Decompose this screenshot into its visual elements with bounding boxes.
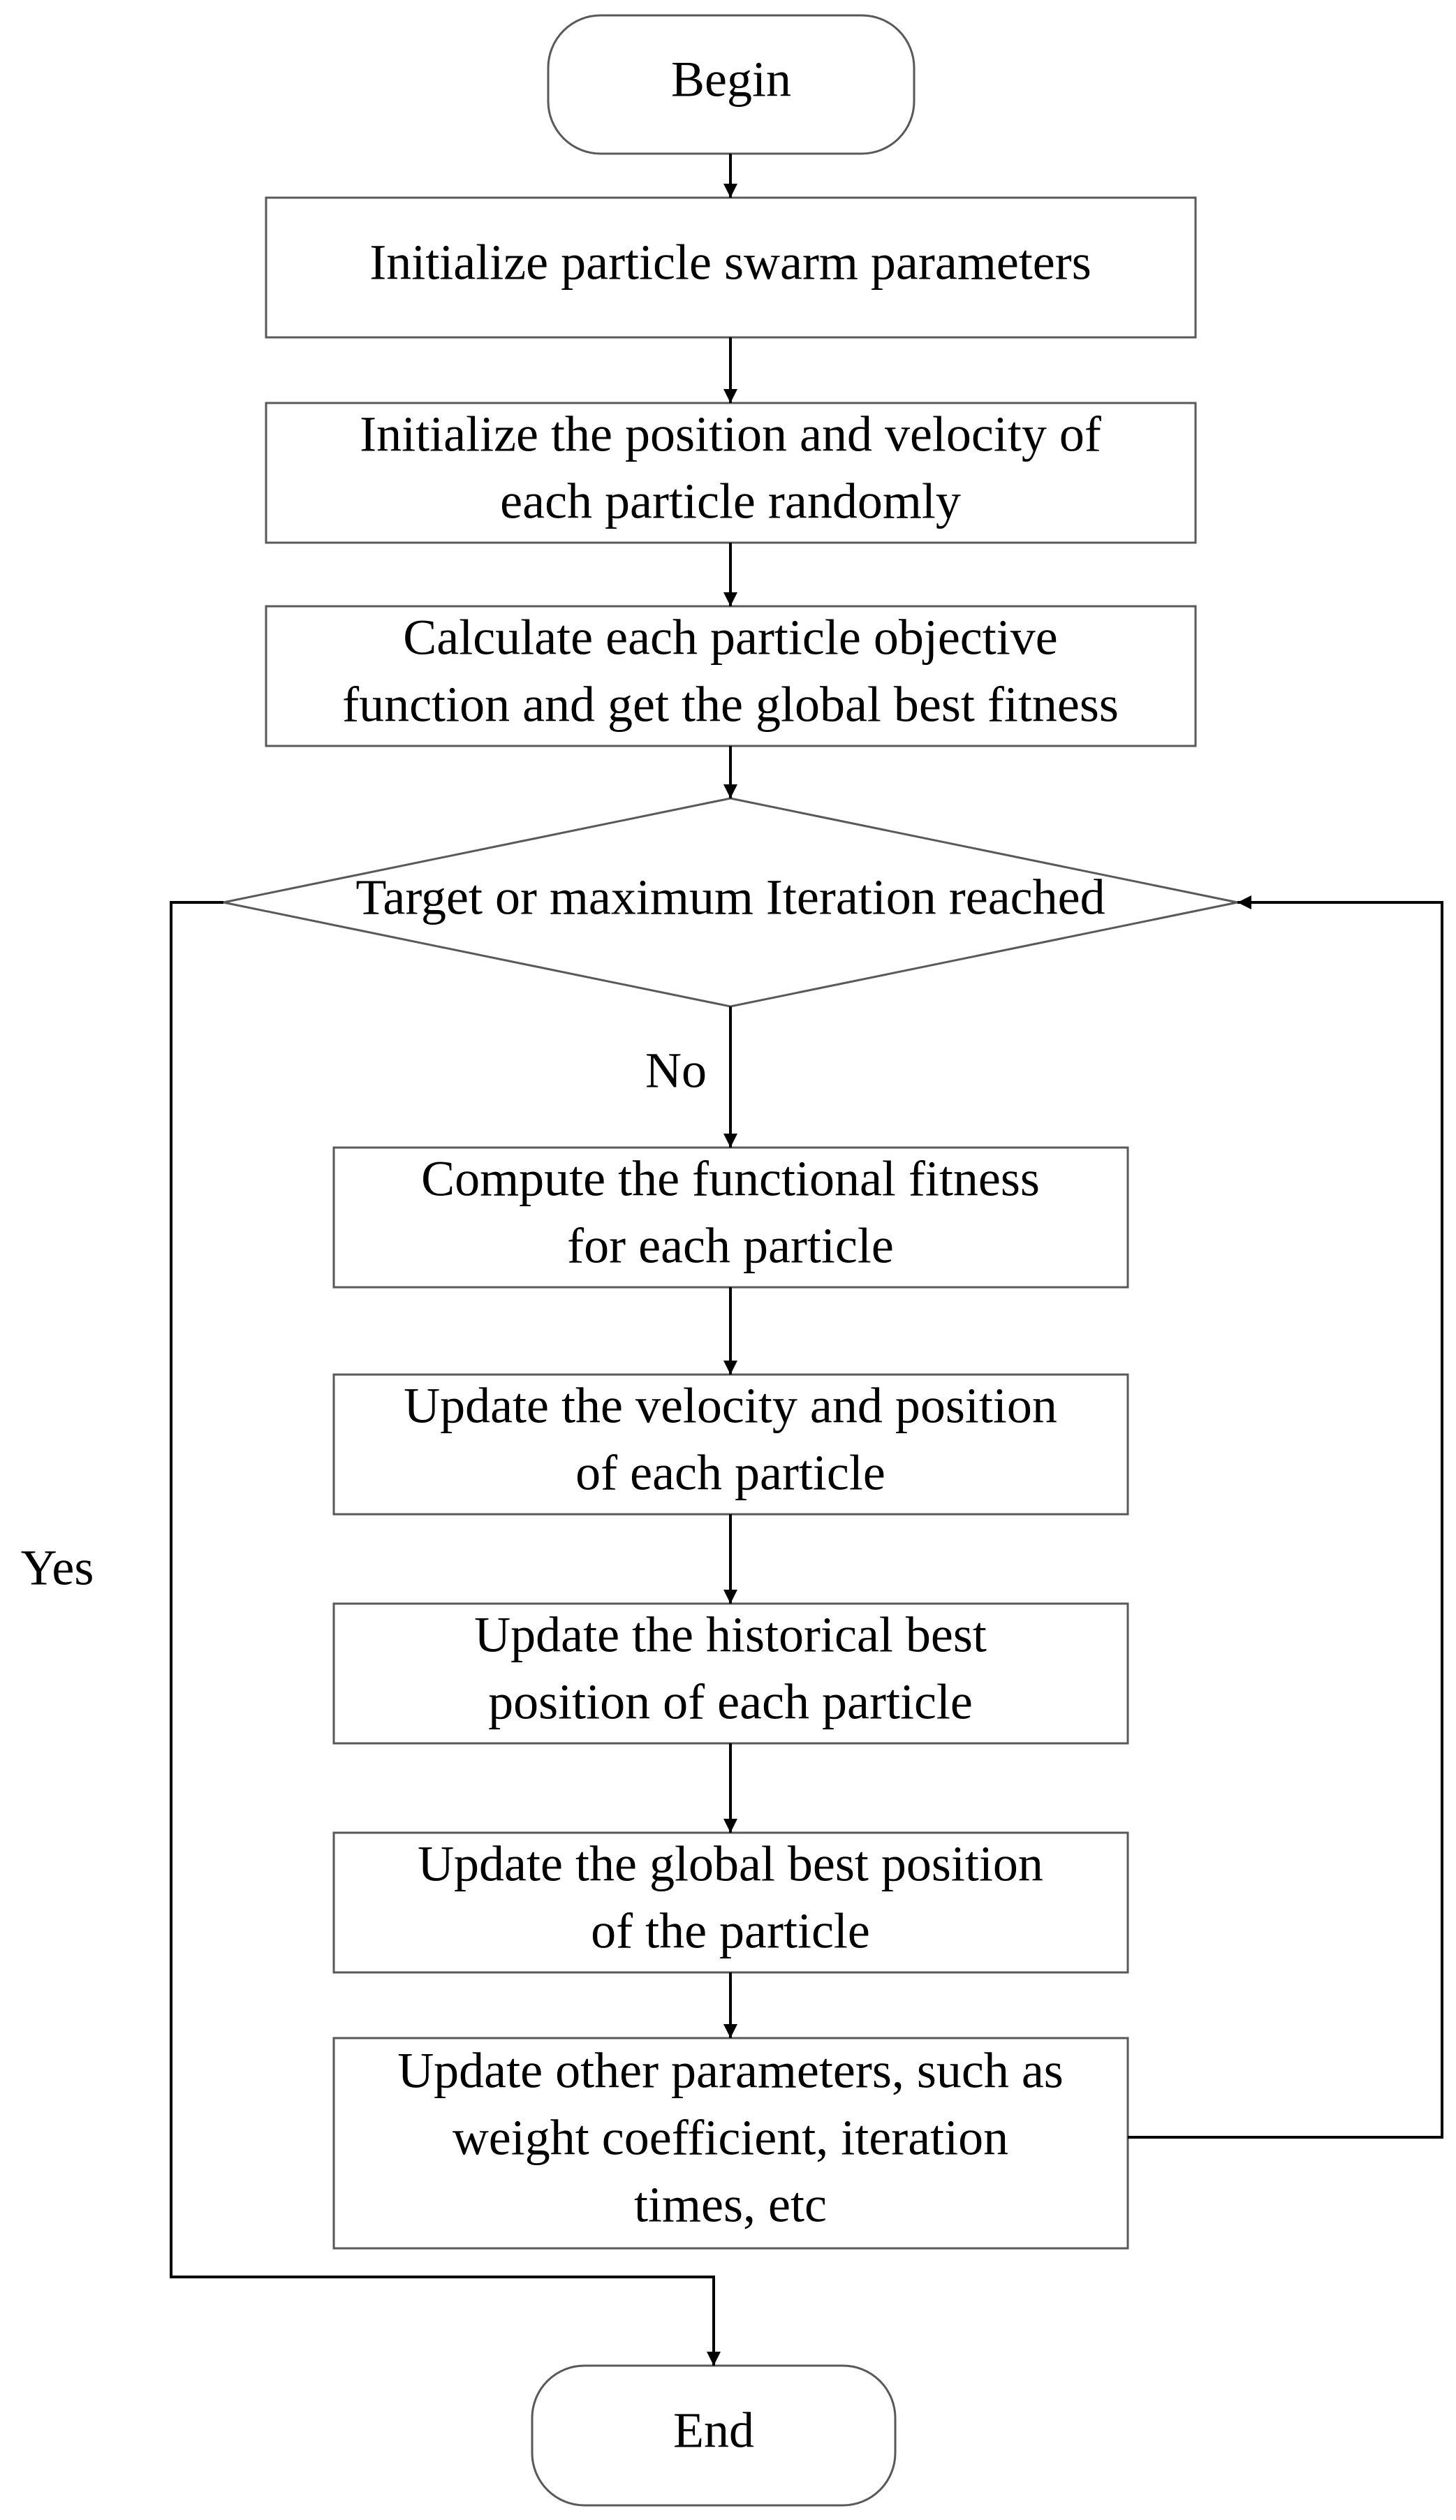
step-calc-objective-text-line-2: function and get the global best fitness: [342, 677, 1119, 733]
step-init-position-text-line-2: each particle randomly: [500, 474, 961, 529]
step-update-other: Update other parameters, such as weight c…: [332, 2037, 1129, 2250]
step-update-historical-text-line-2: position of each particle: [488, 1674, 973, 1730]
branch-label-yes: Yes: [21, 1540, 94, 1596]
step-update-global-text-line-2: of the particle: [591, 1903, 870, 1959]
step-update-velocity-text-line-1: Update the velocity and position: [404, 1378, 1057, 1434]
step-update-global: Update the global best position of the pa…: [332, 1831, 1129, 1974]
step-update-velocity: Update the velocity and position of each …: [332, 1373, 1129, 1516]
step-compute-fitness-text-line-2: for each particle: [567, 1218, 894, 1274]
step-update-historical: Update the historical best position of ea…: [332, 1602, 1129, 1745]
step-update-historical-text-line-1: Update the historical best: [474, 1607, 987, 1663]
step-init-position: Initialize the position and velocity of e…: [265, 402, 1197, 544]
step-update-other-text-line-2: weight coefficient, iteration: [453, 2110, 1008, 2166]
end-label: End: [673, 2403, 754, 2459]
step-init-params-text-line-1: Initialize particle swarm parameters: [369, 235, 1091, 291]
step-update-global-text-line-1: Update the global best position: [418, 1836, 1043, 1892]
step-update-velocity-text-line-2: of each particle: [575, 1445, 885, 1501]
step-update-other-text: Update other parameters, such as weight c…: [397, 2043, 1064, 2233]
step-init-params: Initialize particle swarm parameters: [265, 196, 1197, 339]
step-compute-fitness-text-line-1: Compute the functional fitness: [421, 1151, 1040, 1207]
step-calc-objective-text: Calculate each particle objective functio…: [342, 610, 1119, 733]
step-calc-objective: Calculate each particle objective functio…: [265, 605, 1197, 747]
end-node: End: [531, 2364, 897, 2507]
decision-node: Target or maximum Iteration reached: [223, 797, 1238, 1008]
begin-node: Begin: [547, 14, 915, 155]
step-update-historical-text: Update the historical best position of ea…: [474, 1607, 987, 1730]
step-update-global-text: Update the global best position of the pa…: [418, 1836, 1043, 1959]
step-calc-objective-text-line-1: Calculate each particle objective: [403, 610, 1057, 666]
arrow-loop-back: [1128, 895, 1443, 2139]
step-update-velocity-text: Update the velocity and position of each …: [404, 1378, 1057, 1501]
decision-label: Target or maximum Iteration reached: [355, 870, 1105, 925]
begin-label: Begin: [671, 52, 791, 108]
step-init-position-text: Initialize the position and velocity of e…: [360, 406, 1101, 529]
step-update-other-text-line-1: Update other parameters, such as: [397, 2043, 1064, 2099]
step-update-other-text-line-3: times, etc: [634, 2177, 827, 2233]
arrow-decision-yes: [170, 901, 721, 2366]
branch-label-no: No: [645, 1043, 707, 1099]
step-compute-fitness-text: Compute the functional fitness for each p…: [421, 1151, 1040, 1274]
step-init-position-text-line-1: Initialize the position and velocity of: [360, 406, 1101, 462]
step-compute-fitness: Compute the functional fitness for each p…: [332, 1146, 1129, 1289]
step-init-params-text: Initialize particle swarm parameters: [369, 235, 1091, 291]
